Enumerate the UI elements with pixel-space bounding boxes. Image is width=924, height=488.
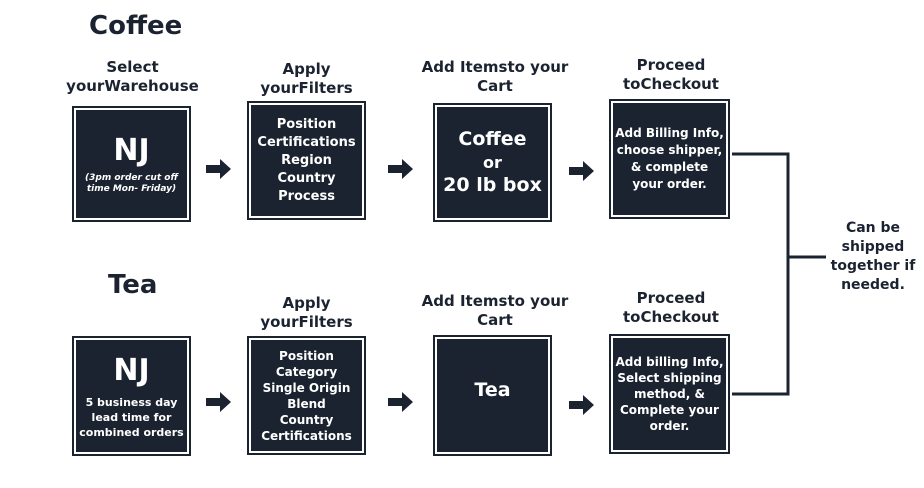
tea-arrow-1-icon <box>206 392 231 412</box>
tea-arrow-2-icon <box>388 392 413 412</box>
tea-arrow-3-icon <box>569 395 594 415</box>
tea-filters-box: Position Category Single Origin Blend Co… <box>247 336 366 455</box>
combined-shipping-note: Can be shipped together if needed. <box>830 220 916 293</box>
tea-title: Tea <box>108 270 158 300</box>
coffee-arrow-3-icon <box>569 161 594 181</box>
coffee-step3-label: Add Itemsto your Cart <box>421 58 569 95</box>
coffee-cart-box: Coffee or 20 lb box <box>433 103 552 222</box>
combine-bracket <box>732 152 826 396</box>
tea-step3-label: Add Itemsto your Cart <box>421 292 569 329</box>
coffee-warehouse-box: NJ (3pm order cut off time Mon- Friday) <box>72 106 191 222</box>
coffee-step1-label: Select yourWarehouse <box>66 58 199 95</box>
coffee-step2-label: Apply yourFilters <box>260 60 353 97</box>
coffee-filters-box: Position Certifications Region Country P… <box>247 101 366 220</box>
tea-step2-label: Apply yourFilters <box>260 294 353 331</box>
coffee-checkout-box: Add Billing Info, choose shipper, & comp… <box>609 99 730 219</box>
coffee-title: Coffee <box>89 11 183 41</box>
tea-warehouse-box: NJ 5 business day lead time for combined… <box>72 336 191 456</box>
coffee-arrow-1-icon <box>206 159 231 179</box>
coffee-step4-label: Proceed toCheckout <box>623 56 719 93</box>
tea-cart-box: Tea <box>433 335 552 456</box>
coffee-arrow-2-icon <box>388 159 413 179</box>
tea-warehouse-code: NJ <box>113 352 150 388</box>
tea-checkout-box: Add billing Info, Select shipping method… <box>609 334 730 454</box>
coffee-warehouse-code: NJ <box>113 133 150 168</box>
tea-step4-label: Proceed toCheckout <box>623 289 719 326</box>
